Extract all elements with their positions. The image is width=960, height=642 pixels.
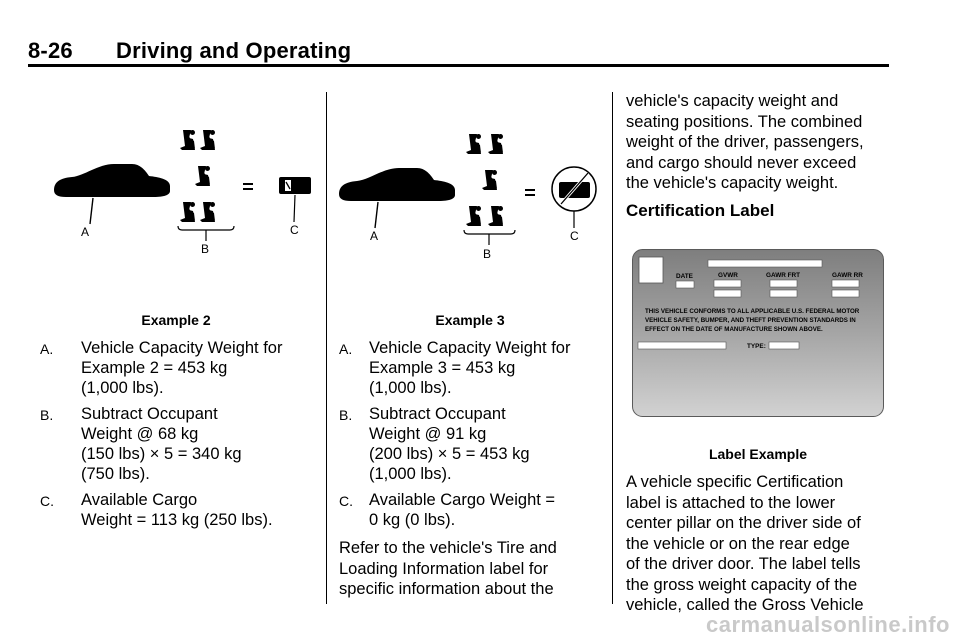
item-text: Subtract Occupant Weight @ 91 kg (200 lb…	[369, 405, 530, 483]
label-logo-box	[638, 256, 664, 284]
label-b: B	[483, 247, 491, 261]
label-example-caption: Label Example	[708, 446, 808, 462]
example-3-diagram: A B C	[339, 134, 597, 261]
certification-label-heading: Certification Label	[626, 201, 775, 220]
occupant-icon	[200, 130, 215, 150]
label-c: C	[290, 223, 299, 237]
label-a: A	[81, 225, 89, 239]
label-c: C	[570, 229, 579, 243]
occupant-icon	[200, 202, 215, 222]
item-text: Vehicle Capacity Weight for Example 2 = …	[81, 339, 283, 397]
occupant-icon	[180, 130, 195, 150]
vehicle-icon	[339, 168, 455, 201]
item-text: Available Cargo Weight = 0 kg (0 lbs).	[369, 491, 556, 529]
label-type: TYPE:	[747, 343, 766, 350]
label-date: DATE	[676, 273, 694, 280]
label-conform-line-3: EFFECT ON THE DATE OF MANUFACTURE SHOWN …	[645, 326, 823, 333]
cargo-icon	[279, 177, 311, 194]
watermark: carmanualsonline.info	[706, 612, 950, 637]
occupant-icon	[180, 202, 195, 222]
item-label: A.	[339, 341, 353, 357]
occupant-icon	[195, 166, 210, 186]
item-text: Vehicle Capacity Weight for Example 3 = …	[369, 339, 571, 397]
item-label: B.	[40, 407, 54, 423]
header-rule	[28, 64, 889, 67]
occupant-icon	[466, 206, 481, 226]
label-gawr-frt: GAWR FRT	[766, 272, 800, 279]
item-label: B.	[339, 407, 353, 423]
example-3-caption: Example 3	[435, 312, 505, 328]
occupant-icon	[482, 170, 497, 190]
label-conform-line-2: VEHICLE SAFETY, BUMPER, AND THEFT PREVEN…	[645, 317, 856, 324]
label-conform-line-1: THIS VEHICLE CONFORMS TO ALL APPLICABLE …	[645, 308, 860, 315]
col3-paragraph-top: vehicle's capacity weight and seating po…	[626, 92, 864, 192]
label-a: A	[370, 229, 378, 243]
item-label: C.	[40, 493, 54, 509]
certification-label-image: DATE GVWR GAWR FRT GAWR RR THIS VEHICLE …	[632, 249, 884, 417]
item-label: C.	[339, 493, 353, 509]
col3-paragraph-bottom: A vehicle specific Certification label i…	[626, 473, 864, 614]
bracket	[463, 229, 516, 235]
example-2-diagram: A B C	[54, 130, 311, 256]
equals-icon	[525, 189, 535, 191]
occupant-icon	[488, 134, 503, 154]
occupant-icon	[488, 206, 503, 226]
equals-icon	[243, 183, 253, 185]
item-text: Available Cargo Weight = 113 kg (250 lbs…	[81, 491, 273, 529]
label-gvwr: GVWR	[718, 272, 738, 279]
column-divider-2	[612, 92, 613, 604]
item-text: Subtract Occupant Weight @ 68 kg (150 lb…	[81, 405, 242, 483]
example-2-caption: Example 2	[141, 312, 211, 328]
bracket	[177, 225, 235, 231]
item-label: A.	[40, 341, 54, 357]
column-divider-1	[326, 92, 327, 604]
page-number: 8-26	[28, 38, 73, 63]
label-b: B	[201, 242, 209, 256]
label-gawr-rr: GAWR RR	[832, 272, 863, 279]
minus-icon	[437, 192, 447, 194]
occupant-icon	[466, 134, 481, 154]
vehicle-icon	[54, 164, 170, 197]
minus-icon	[151, 186, 161, 188]
col2-paragraph: Refer to the vehicle's Tire and Loading …	[339, 539, 557, 598]
section-title: Driving and Operating	[116, 38, 352, 63]
page-header: 8-26 Driving and Operating	[28, 38, 351, 64]
no-cargo-icon	[551, 166, 597, 212]
